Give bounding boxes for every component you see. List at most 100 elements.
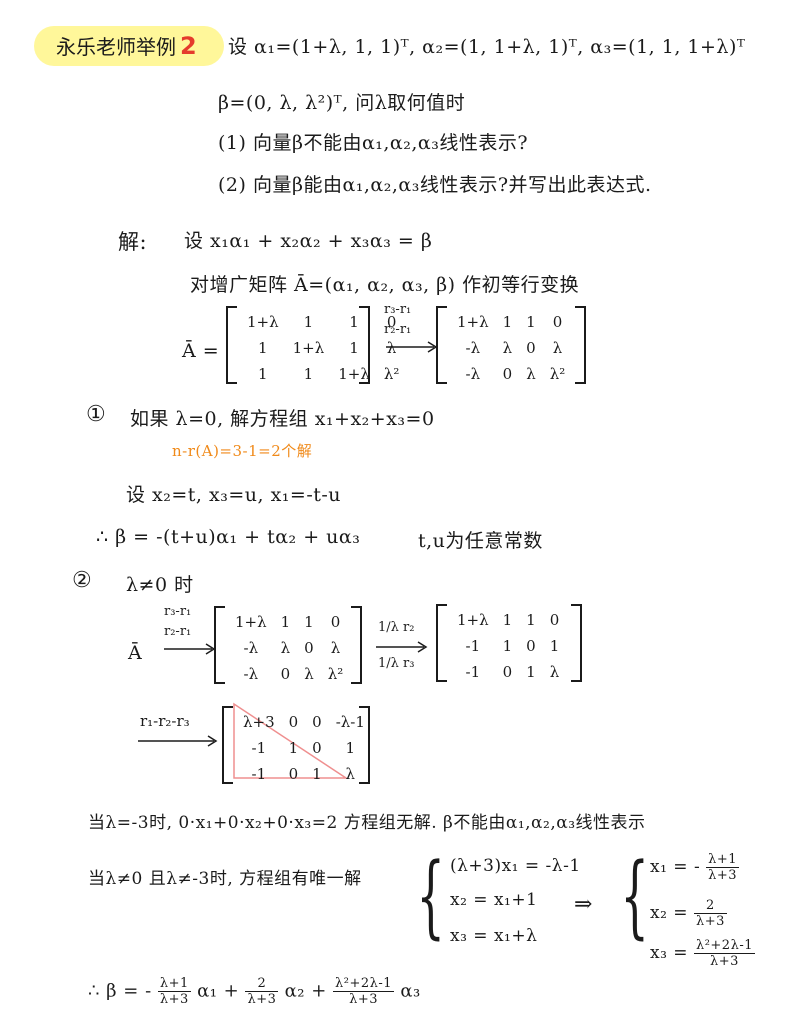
x2-lhs: x₂ = xyxy=(650,903,689,923)
matrix-cell: 1 xyxy=(304,613,314,631)
op-r2-scale: 1/λ r₂ xyxy=(378,620,415,635)
implies-icon: ⇒ xyxy=(574,892,593,917)
problem-line-1: 设 α₁=(1+λ, 1, 1)ᵀ, α₂=(1, 1+λ, 1)ᵀ, α₃=(… xyxy=(228,36,746,58)
matrix-cell: λ² xyxy=(327,665,344,683)
problem-question-2: (2) 向量β能由α₁,α₂,α₃线性表示?并写出此表达式. xyxy=(218,174,652,196)
x3-lhs: x₃ = xyxy=(650,943,689,963)
matrix-cell: λ xyxy=(330,639,341,657)
matrix-cell: -1 xyxy=(465,637,481,655)
arrow-3-icon xyxy=(376,641,428,653)
case-1-set: 设 x₂=t, x₃=u, x₁=-t-u xyxy=(126,484,342,506)
matrix-cell: -1 xyxy=(251,765,267,783)
matrix-cell: -λ xyxy=(243,639,259,657)
matrix-cell: 0 xyxy=(312,739,322,757)
triangle-highlight xyxy=(233,702,349,779)
matrix-cell: λ xyxy=(552,339,563,357)
matrix-cell: -λ xyxy=(465,365,481,383)
matrix-cell: 1+λ xyxy=(235,613,267,631)
matrix-cell: 0 xyxy=(288,765,299,783)
matrix-cell: 1 xyxy=(349,339,359,357)
matrix-cell: 0 xyxy=(526,637,536,655)
matrix-cell: 0 xyxy=(552,313,563,331)
matrix-cell: 1 xyxy=(280,613,291,631)
matrix-cell: λ+3 xyxy=(243,713,275,731)
matrix-cell: -1 xyxy=(251,739,267,757)
op-r3-r1: r₃-r₁ xyxy=(384,302,412,317)
matrix-cell: 0 xyxy=(502,663,513,681)
case-lambda-minus-3: 当λ=-3时, 0·x₁+0·x₂+0·x₃=2 方程组无解. β不能由α₁,α… xyxy=(88,813,646,833)
matrix-cell: 0 xyxy=(526,339,536,357)
matrix-cell: 1+λ xyxy=(457,611,489,629)
matrix-cell: 0 xyxy=(288,713,299,731)
matrix-cell: 1 xyxy=(526,663,536,681)
matrix-cell: 1 xyxy=(349,313,359,331)
system-eq-1: (λ+3)x₁ = -λ-1 xyxy=(450,856,581,876)
problem-line-2: β=(0, λ, λ²)ᵀ, 问λ取何值时 xyxy=(218,92,466,114)
matrix-cell: λ² xyxy=(549,365,566,383)
matrix-cell: 0 xyxy=(386,313,397,331)
matrix-cell: λ xyxy=(345,765,356,783)
case-1-text: 如果 λ=0, 解方程组 x₁+x₂+x₃=0 xyxy=(130,408,435,430)
matrix-cell: -1 xyxy=(465,663,481,681)
matrix-cell: 1 xyxy=(502,611,513,629)
matrix-cell: -λ-1 xyxy=(335,713,365,731)
system-eq-3: x₃ = x₁+λ xyxy=(450,926,538,946)
arrow-4-icon xyxy=(138,735,218,747)
op-r3-scale: 1/λ r₃ xyxy=(378,656,415,671)
matrix-cell: 0 xyxy=(330,613,341,631)
matrix-cell: 1 xyxy=(258,365,268,383)
abar-label: Ā = xyxy=(182,340,220,362)
case-1-result: ∴ β = -(t+u)α₁ + tα₂ + uα₃ xyxy=(96,526,361,548)
matrix-cell: 0 xyxy=(549,611,560,629)
matrix-cell: 1+λ xyxy=(338,365,370,383)
matrix-cell: 1 xyxy=(526,313,536,331)
matrix-cell: λ xyxy=(549,663,560,681)
matrix-cell: 1+λ xyxy=(457,313,489,331)
final-lhs: ∴ β = - xyxy=(88,980,152,1002)
case-2-number: ② xyxy=(72,568,93,593)
matrix-cell: λ xyxy=(526,365,536,383)
matrix-cell: 0 xyxy=(502,365,513,383)
matrix-cell: -λ xyxy=(243,665,259,683)
final-term-1: α₁ + xyxy=(197,980,240,1002)
matrix-cell: λ xyxy=(502,339,513,357)
matrix-cell: -λ xyxy=(465,339,481,357)
op-r2-r1: r₂-r₁ xyxy=(384,322,412,337)
matrix-cell: 1 xyxy=(303,365,314,383)
op-r1-r2-r3: r₁-r₂-r₃ xyxy=(140,712,190,730)
problem-question-1: (1) 向量β不能由α₁,α₂,α₃线性表示? xyxy=(218,132,529,154)
matrix-cell: 1 xyxy=(345,739,356,757)
matrix-cell: λ xyxy=(304,665,314,683)
case-2-text: λ≠0 时 xyxy=(126,574,194,596)
solution-augment: 对增广矩阵 Ā=(α₁, α₂, α₃, β) 作初等行变换 xyxy=(190,274,580,296)
matrix-cell: 0 xyxy=(312,713,322,731)
case-1-tail: t,u为任意常数 xyxy=(418,530,543,552)
matrix-cell: λ xyxy=(386,339,397,357)
case-1-number: ① xyxy=(86,402,107,427)
matrix-cell: 1 xyxy=(312,765,322,783)
